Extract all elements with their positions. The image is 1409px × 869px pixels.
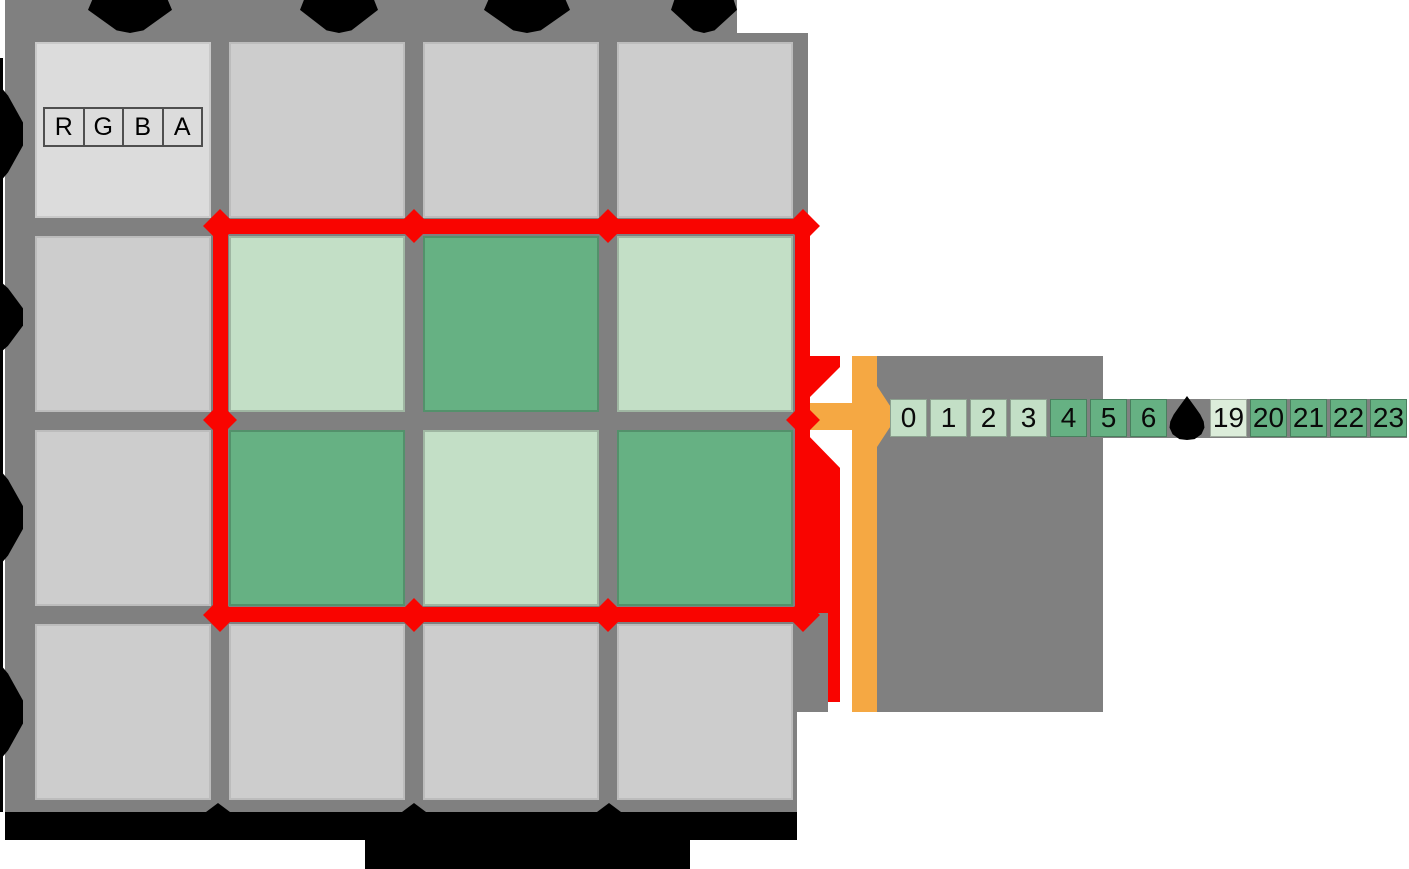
buffer-cell: 19 (1210, 399, 1247, 437)
cropped-caption-bar (5, 812, 797, 840)
texture-cell-selected (617, 430, 793, 606)
texture-cell-selected (423, 430, 599, 606)
buffer-cell: 2 (970, 399, 1007, 437)
texture-cell-selected (617, 236, 793, 412)
buffer-cell: 5 (1090, 399, 1127, 437)
texture-cell (617, 42, 793, 218)
texture-cell (617, 624, 793, 800)
texture-cell (35, 236, 211, 412)
texture-cell (229, 42, 405, 218)
texture-cell (229, 624, 405, 800)
arrow-gap-band (840, 356, 852, 712)
buffer-cell: 6 (1130, 399, 1167, 437)
caption-notch-triangle (402, 803, 426, 812)
texture-cell (423, 624, 599, 800)
rgba-channel-strip: R G B A (43, 107, 203, 147)
cropped-caption-box (365, 840, 690, 869)
buffer-cell: 1 (930, 399, 967, 437)
texture-cell (35, 624, 211, 800)
texture-panel-nub (808, 613, 828, 712)
texture-cell-selected (423, 236, 599, 412)
buffer-cell: 3 (1010, 399, 1047, 437)
buffer-cell: 0 (890, 399, 927, 437)
texture-cell-selected (229, 236, 405, 412)
cropped-axis-line (0, 58, 3, 812)
buffer-cell: 22 (1330, 399, 1367, 437)
buffer-cell: 21 (1290, 399, 1327, 437)
rgba-channel-label: R (45, 109, 85, 145)
rgba-channel-label: B (124, 109, 164, 145)
texture-cell (35, 430, 211, 606)
buffer-cell: 20 (1250, 399, 1287, 437)
selection-outline (213, 219, 810, 622)
texture-cell (423, 42, 599, 218)
rgba-channel-label: A (173, 112, 191, 141)
texture-cell-selected (229, 430, 405, 606)
buffer-cell: 4 (1050, 399, 1087, 437)
buffer-cell: 23 (1370, 399, 1407, 437)
rgba-channel-label: G (85, 109, 124, 145)
caption-notch-triangle (597, 803, 621, 812)
caption-notch-triangle (206, 803, 230, 812)
